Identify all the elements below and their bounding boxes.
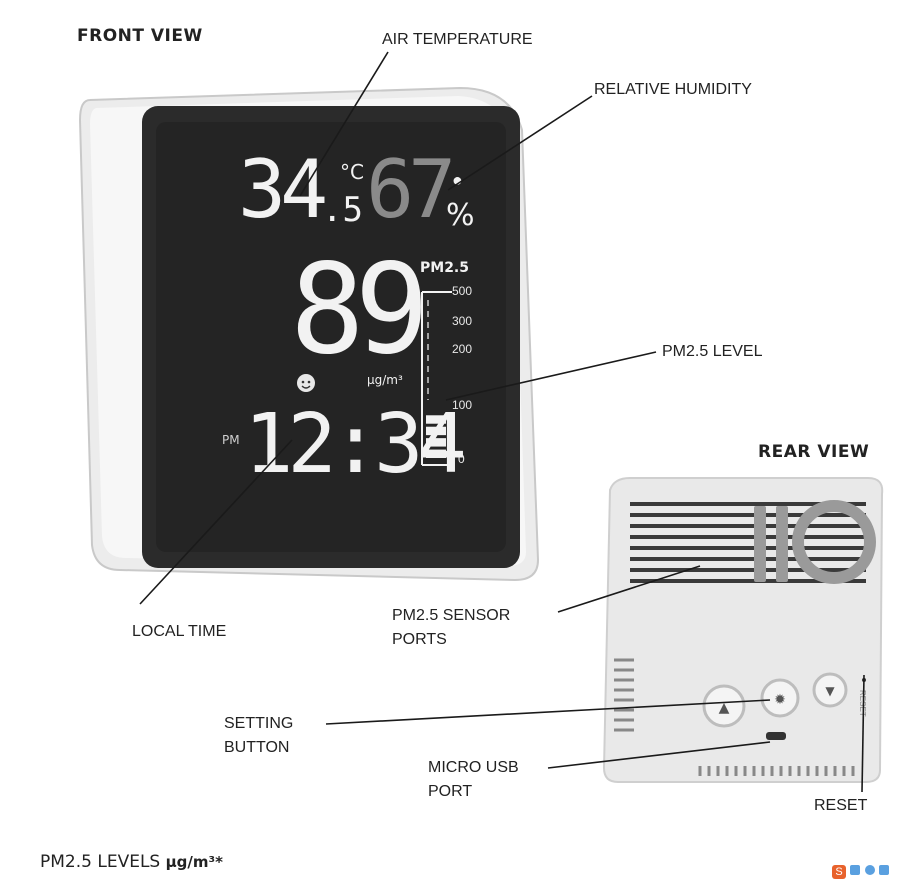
time-period: PM <box>222 433 240 447</box>
pm25-unit: µg/m³ <box>367 373 403 387</box>
emoji-icon[interactable] <box>864 865 875 875</box>
up-button[interactable] <box>702 684 746 728</box>
svg-text:▼: ▼ <box>825 684 835 698</box>
level-bar-segment <box>426 449 446 458</box>
svg-text:▲: ▲ <box>719 700 730 716</box>
scale-tick-200: 200 <box>452 342 473 356</box>
air-temperature-label: AIR TEMPERATURE <box>382 31 533 48</box>
scale-tick-0: 0 <box>458 452 465 466</box>
local-time-label: LOCAL TIME <box>132 623 227 640</box>
scale-tick-300: 300 <box>452 314 473 328</box>
micro-usb-port <box>766 732 786 740</box>
level-bar-segment <box>426 426 446 436</box>
rear-reset-small-label: RESET <box>858 690 867 717</box>
level-bar-segment <box>426 415 446 424</box>
gear-icon: ✹ <box>774 692 786 708</box>
level-bar-segment <box>426 438 446 447</box>
relative-humidity-label: RELATIVE HUMIDITY <box>594 81 752 98</box>
input-icon[interactable] <box>850 865 861 875</box>
temperature-value: 34 <box>238 143 328 236</box>
humidity-value: 67 <box>366 143 456 236</box>
temperature-decimal: .5 <box>322 190 363 230</box>
pm25-display-label: PM2.5 <box>420 260 469 276</box>
down-button[interactable] <box>812 672 848 708</box>
setting-button-label: SETTING BUTTON <box>224 715 294 756</box>
scale-tick-100: 100 <box>452 398 473 412</box>
scale-tick-500: 500 <box>452 284 473 298</box>
toolbar-icons[interactable]: S <box>832 862 912 879</box>
logo-icon[interactable]: S <box>832 865 846 879</box>
droplet-icon: ● <box>452 170 463 190</box>
front-device-illustration <box>78 86 540 582</box>
keyboard-icon[interactable] <box>879 865 890 875</box>
temperature-unit: °C <box>340 160 364 184</box>
face-icon <box>297 374 315 392</box>
pm25-level-label: PM2.5 LEVEL <box>662 343 763 360</box>
footer-title: PM2.5 LEVELS µg/m³* <box>40 852 223 872</box>
reset-label: RESET <box>814 797 868 814</box>
clock-time: 12:34 <box>244 397 467 492</box>
humidity-unit: % <box>446 198 475 233</box>
micro-usb-port-label: MICRO USB PORT <box>428 759 519 800</box>
rear-view-heading: REAR VIEW <box>758 442 870 462</box>
front-view-heading: FRONT VIEW <box>77 26 203 46</box>
setting-button[interactable] <box>760 678 800 718</box>
pm25-value: 89 <box>290 238 429 382</box>
pm25-sensor-ports-label: PM2.5 SENSOR PORTS <box>392 607 511 648</box>
